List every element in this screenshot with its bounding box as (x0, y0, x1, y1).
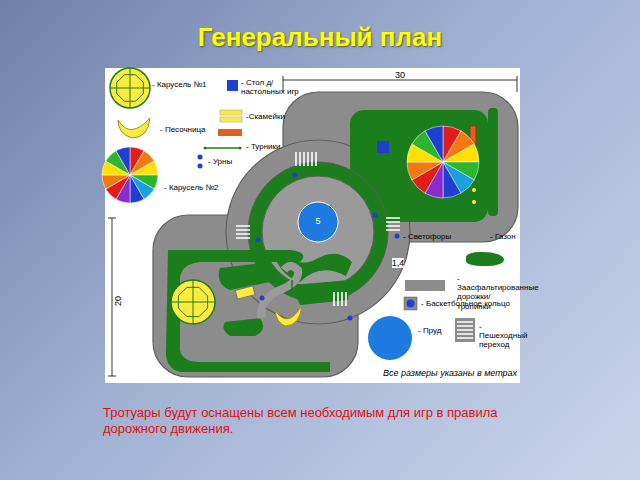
legend-swatch (368, 316, 412, 360)
legend-text: -Скамейки (246, 112, 296, 121)
game-table (377, 141, 389, 153)
dimension: 30 (395, 70, 405, 80)
plan-panel (105, 68, 520, 383)
carousel-2 (102, 126, 479, 203)
lawns (166, 108, 498, 372)
legend-swatch (466, 252, 504, 266)
legend-text: - Газон (490, 232, 518, 241)
dimension: 20 (113, 296, 123, 306)
legend-text: - Стол д/ настольных игр (241, 78, 303, 96)
traffic-lights (256, 173, 400, 321)
bench (235, 286, 255, 299)
legend-swatch (405, 280, 445, 291)
legend-text: - Турники (246, 142, 296, 151)
legend-text: - Карусель №2 (164, 183, 224, 192)
roads (153, 92, 518, 377)
sandbox (275, 305, 302, 326)
dimension: 5 (315, 216, 320, 226)
urn (472, 188, 476, 192)
legend-text: - Пруд (418, 326, 453, 335)
urn (472, 200, 476, 204)
legend-text: - Урны (208, 157, 248, 166)
dimensions (108, 76, 517, 376)
note: Все размеры указаны в метрах (383, 368, 517, 378)
dimension: 1,4 (392, 258, 405, 268)
legend-text: - Карусель №1 (152, 80, 227, 89)
legend-text: - Пешеходный переход (479, 322, 519, 350)
pond (298, 202, 338, 242)
legend-text: - Светофоры (403, 232, 463, 241)
caption: Тротуары будут оснащены всем необходимым… (103, 405, 533, 438)
slide-title: Генеральный план (198, 22, 442, 53)
crosswalks (236, 152, 400, 306)
urn (260, 296, 265, 301)
legend-text: - Песочница (160, 125, 220, 134)
carousel-1 (110, 68, 215, 324)
path (261, 266, 298, 318)
bar (291, 280, 293, 296)
legend-text: - Баскетбольное кольцо (421, 299, 513, 308)
